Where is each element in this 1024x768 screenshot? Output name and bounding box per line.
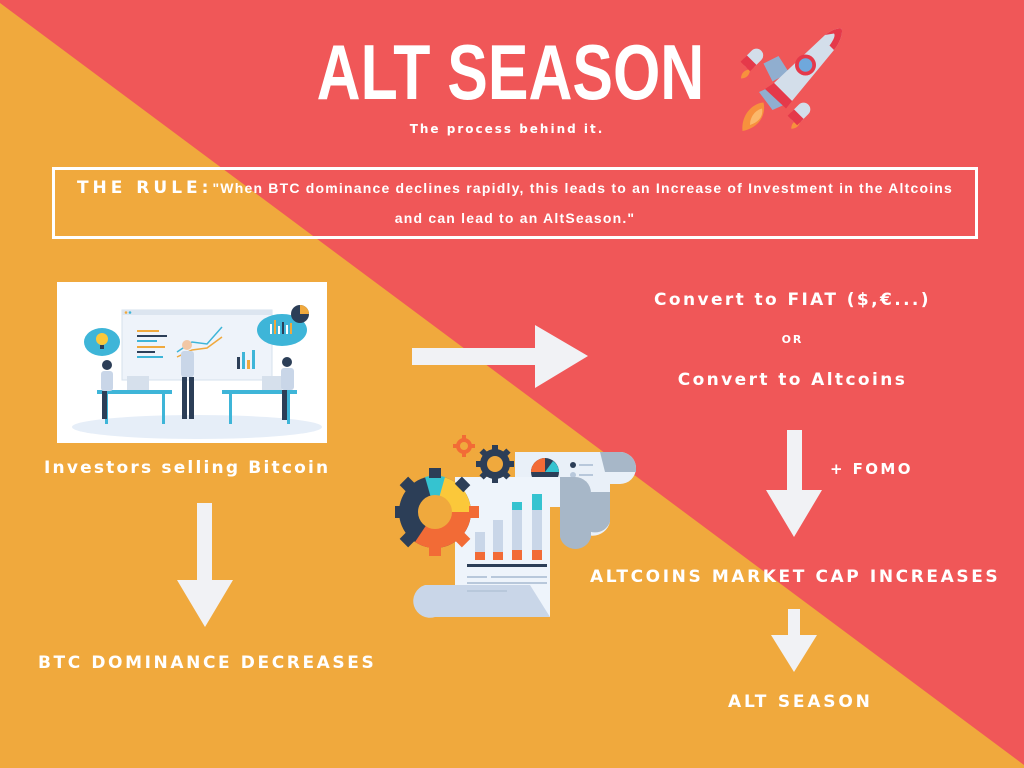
fomo-label: + FOMO <box>830 460 913 478</box>
arrow-down-season-icon <box>771 609 817 672</box>
gears-report-icon <box>395 435 636 618</box>
rule-label: THE RULE: <box>76 178 213 198</box>
business-meeting-icon <box>72 305 322 439</box>
alt-season-label: ALT SEASON <box>728 692 873 712</box>
rule-text: THE RULE:"When BTC dominance declines ra… <box>70 174 960 234</box>
page-title: ALT SEASON <box>316 28 705 116</box>
rule-quote: "When BTC dominance declines rapidly, th… <box>212 180 954 226</box>
investors-illustration <box>57 282 327 443</box>
market-cap-label: ALTCOINS MARKET CAP INCREASES <box>590 567 1001 587</box>
btc-dominance-label: BTC DOMINANCE DECREASES <box>38 653 377 673</box>
convert-altcoins-label: Convert to Altcoins <box>677 370 908 390</box>
arrow-down-fomo-icon <box>766 430 822 537</box>
page-subtitle: The process behind it. <box>409 122 605 136</box>
rule-box <box>52 167 978 239</box>
convert-fiat-label: Convert to FIAT ($,€...) <box>654 290 931 310</box>
investors-selling-label: Investors selling Bitcoin <box>44 458 331 478</box>
rocket-icon <box>740 28 843 131</box>
or-label: OR <box>781 333 804 346</box>
arrow-down-left-icon <box>177 503 233 627</box>
